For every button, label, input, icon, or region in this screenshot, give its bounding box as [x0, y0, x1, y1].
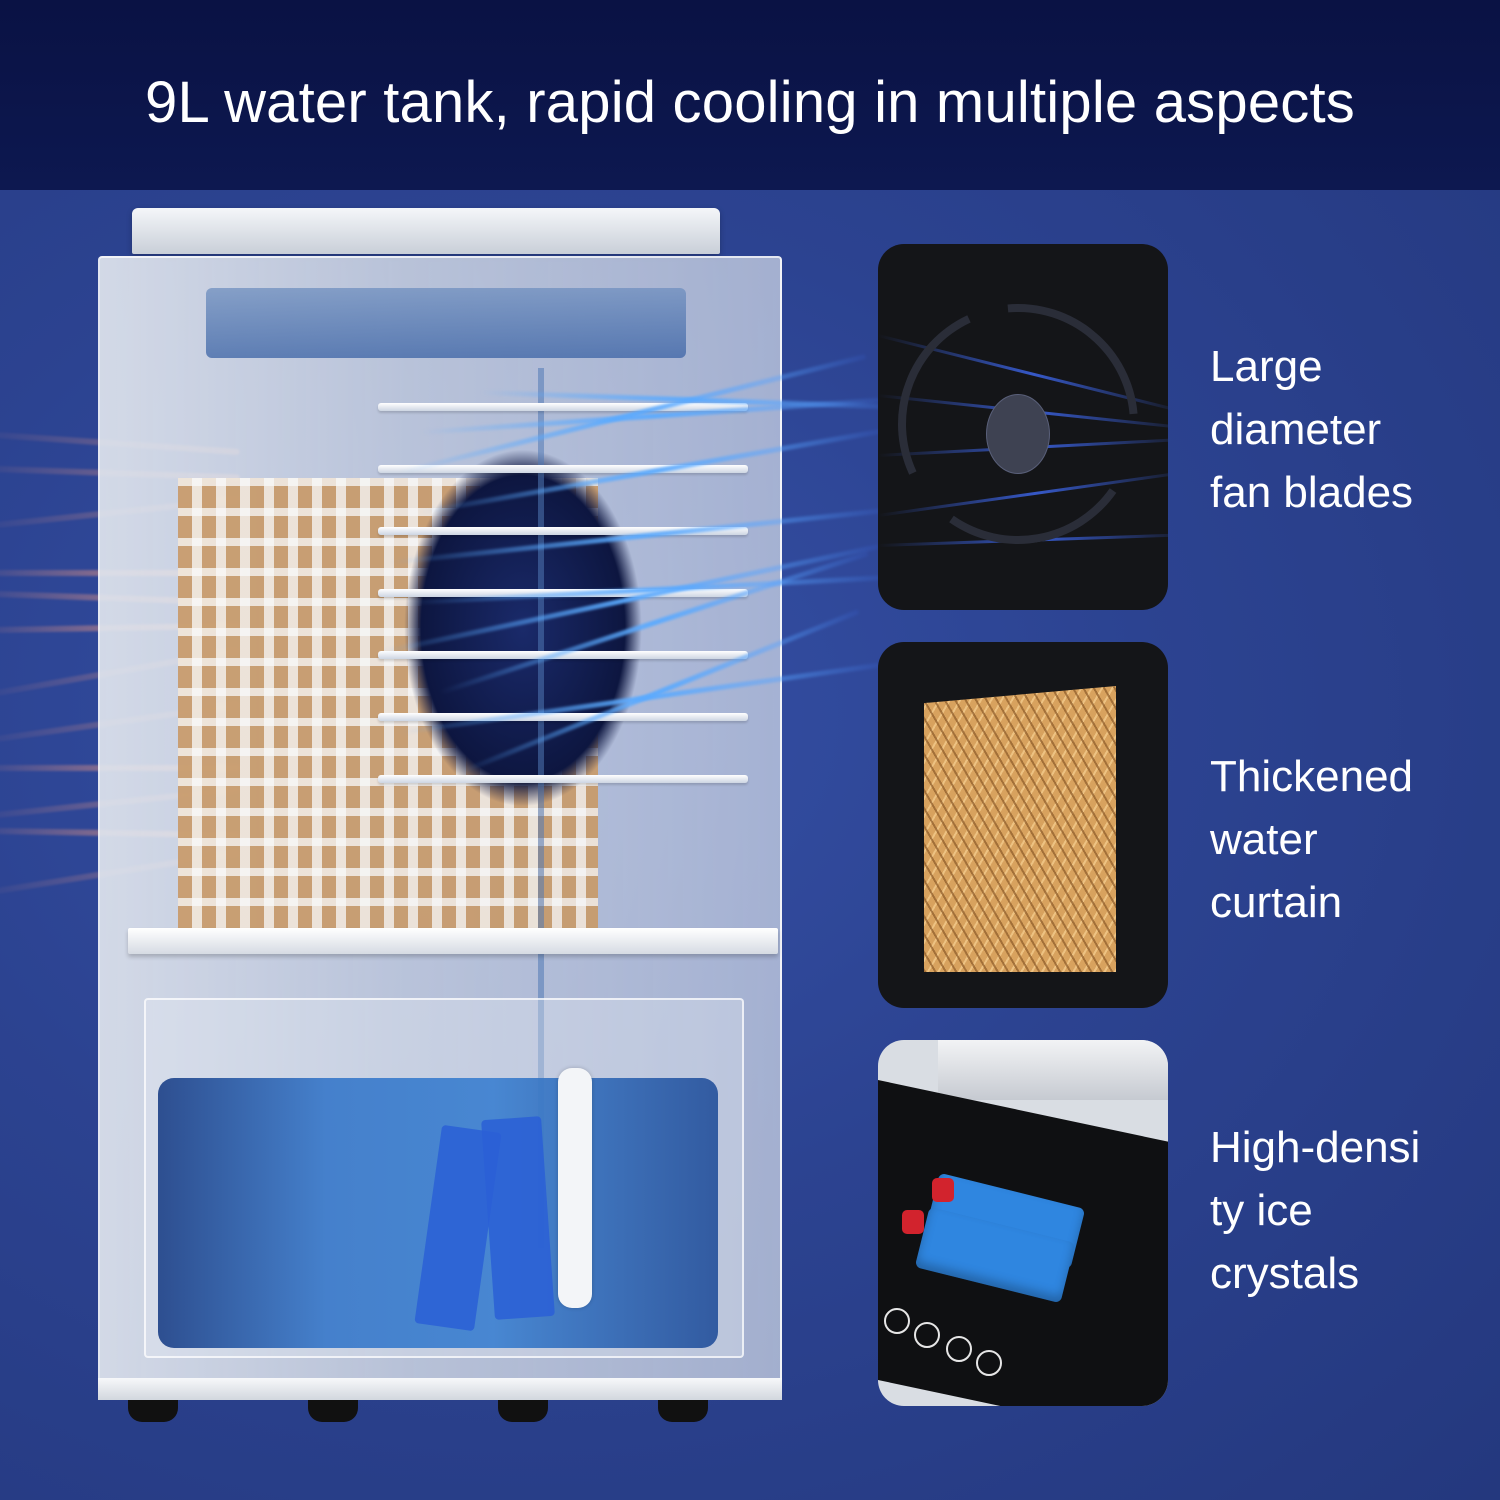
cold-air-streaks [379, 270, 900, 890]
compartment-lid [938, 1040, 1168, 1100]
caster-wheel [128, 1400, 178, 1422]
water-pipe [538, 368, 544, 1248]
control-button [914, 1322, 940, 1348]
fan-hub [986, 394, 1050, 474]
caster-wheel [308, 1400, 358, 1422]
tank-divider-shelf [128, 928, 778, 954]
ice-pack-cap [902, 1210, 924, 1234]
caster-wheel [658, 1400, 708, 1422]
water-curtain-image [878, 642, 1168, 1008]
caster-wheel [498, 1400, 548, 1422]
feature-label-curtain: Thickened water curtain [1210, 752, 1414, 927]
top-lid [132, 208, 720, 254]
cooler-base [98, 1378, 782, 1400]
top-water-tray [206, 288, 686, 358]
feature-label-ice: High-densi ty ice crystals [1210, 1123, 1421, 1298]
control-button [976, 1350, 1002, 1376]
fan-blades-image [878, 244, 1168, 610]
water-curtain-icon [924, 686, 1116, 972]
air-cooler-cutaway [98, 208, 782, 1430]
feature-label-fan: Large diameter fan blades [1210, 342, 1414, 517]
water-level-indicator [558, 1068, 592, 1308]
ice-crystals-image [878, 1040, 1168, 1406]
ice-pack-cap [932, 1178, 954, 1202]
page-title: 9L water tank, rapid cooling in multiple… [145, 69, 1355, 135]
product-stage: Large diameter fan blades Thickened wate… [0, 190, 1500, 1500]
banner-header: 9L water tank, rapid cooling in multiple… [0, 0, 1500, 190]
control-button [884, 1308, 910, 1334]
control-button [946, 1336, 972, 1362]
